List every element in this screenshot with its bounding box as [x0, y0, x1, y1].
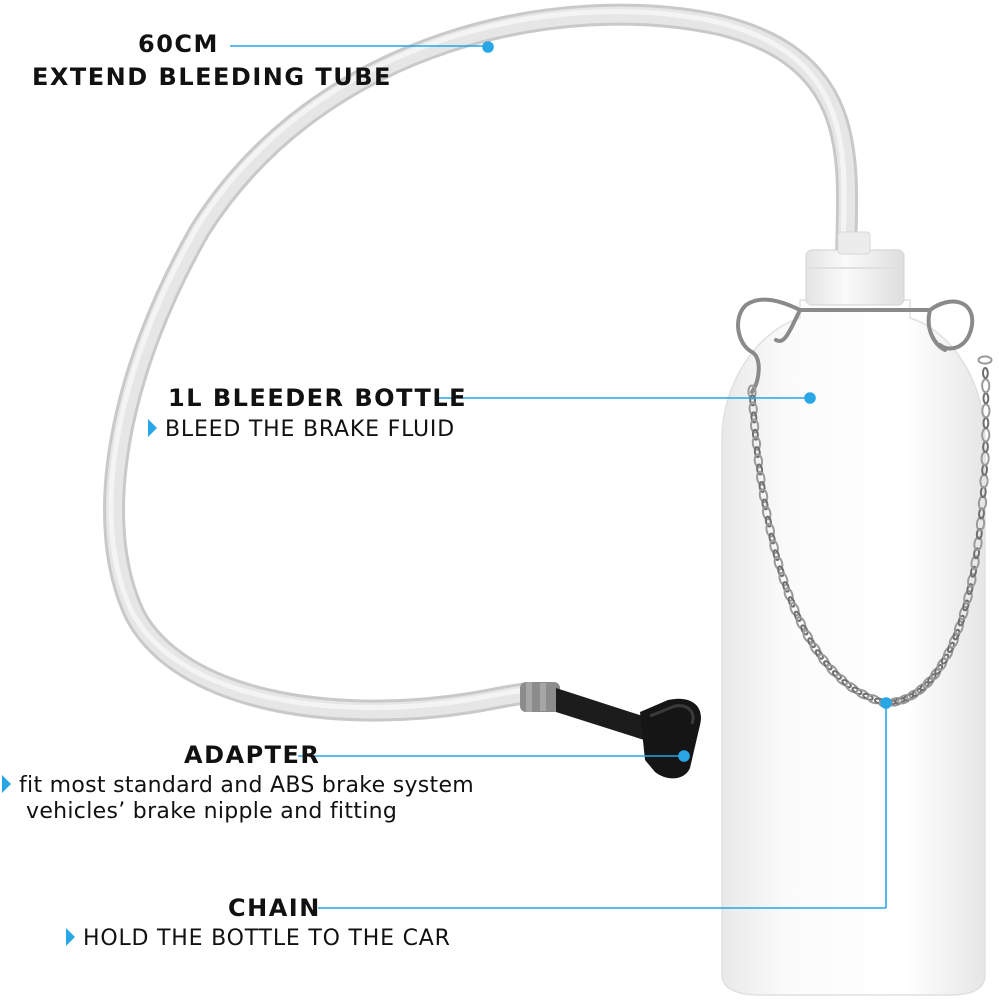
chain-link — [753, 446, 761, 459]
adapter-callout-line1-row: fit most standard and ABS brake system — [2, 773, 474, 798]
chain-link — [948, 634, 959, 649]
chain-link — [787, 596, 796, 608]
callout-leaders — [230, 41, 892, 909]
adapter-callout-line2: vehicles’ brake nipple and fitting — [26, 799, 398, 824]
chain-link — [750, 411, 758, 424]
chain-callout-subtitle: HOLD THE BOTTLE TO THE CAR — [83, 926, 451, 951]
chain-link — [789, 602, 800, 617]
chain-link — [982, 417, 990, 429]
chain-link — [946, 641, 956, 654]
chain-link — [761, 498, 769, 511]
chain-link — [765, 522, 775, 538]
wire-hooks — [736, 297, 975, 394]
chain-link — [751, 428, 759, 441]
chain-link — [748, 401, 758, 417]
chain-link — [768, 532, 776, 545]
adapter-callout-line1: fit most standard and ABS brake system — [19, 773, 475, 798]
chain-link — [953, 620, 964, 635]
chain-link — [957, 614, 966, 627]
chain-link — [802, 629, 814, 644]
chain-link — [952, 628, 961, 641]
chain-link — [922, 676, 935, 689]
bleeder-bottle — [721, 299, 986, 996]
chain-link — [753, 453, 764, 469]
bottle-cap — [805, 231, 905, 306]
chain-link — [970, 555, 980, 571]
chain-link — [764, 515, 772, 528]
chain-link — [966, 583, 974, 596]
arrow-right-icon — [2, 775, 11, 793]
chain-link — [981, 367, 989, 379]
chain-link — [973, 536, 983, 552]
arrow-right-icon — [66, 928, 75, 946]
bottle-callout-title: 1L BLEEDER BOTTLE — [168, 384, 468, 412]
chain-link — [777, 565, 785, 578]
bottle-callout-subtitle-row: BLEED THE BRAKE FLUID — [148, 417, 455, 442]
chain-link — [981, 403, 991, 419]
chain-link — [975, 527, 983, 540]
adapter-callout-title: ADAPTER — [184, 741, 321, 769]
chain-link — [981, 378, 991, 394]
tube-callout-subtitle: EXTEND BLEEDING TUBE — [32, 63, 392, 91]
chain-link — [897, 694, 912, 705]
chain-link — [807, 637, 816, 649]
chain-link — [982, 392, 990, 405]
chain-link — [772, 549, 780, 561]
chain-link — [795, 616, 807, 631]
chain-link — [967, 573, 977, 588]
arrow-right-icon — [148, 419, 157, 437]
chain-link — [977, 355, 993, 365]
chain-link — [905, 689, 920, 701]
chain-link — [756, 470, 766, 486]
bleeding-tube — [103, 3, 859, 722]
chain-link — [975, 516, 986, 532]
chain-link — [758, 481, 766, 493]
chain-link — [782, 581, 790, 593]
chain-link — [778, 571, 789, 587]
chain-link — [756, 463, 764, 476]
chain-link — [963, 590, 973, 605]
chain-link — [929, 667, 942, 681]
chain-link — [749, 418, 760, 434]
chain-link — [769, 539, 779, 555]
chain-link — [751, 435, 762, 451]
chain-link — [783, 587, 794, 602]
chain-link — [749, 394, 757, 407]
chain-link — [914, 683, 928, 696]
chain-link — [958, 605, 969, 621]
chain-callout-title: CHAIN — [228, 894, 321, 922]
chain-link — [823, 660, 833, 671]
chain-link — [761, 505, 772, 521]
chain-link — [758, 488, 769, 504]
tube-callout-title: 60CM — [138, 30, 219, 58]
chain-link — [814, 649, 824, 660]
chain-link — [973, 547, 981, 560]
adapter — [520, 682, 701, 779]
chain-callout-subtitle-row: HOLD THE BOTTLE TO THE CAR — [66, 926, 451, 951]
chain-link — [773, 555, 784, 571]
bottle-callout-subtitle: BLEED THE BRAKE FLUID — [165, 417, 455, 442]
chain-link — [793, 610, 802, 622]
chain-link — [969, 565, 978, 578]
chain-link — [800, 624, 809, 636]
chain-link — [962, 599, 970, 612]
